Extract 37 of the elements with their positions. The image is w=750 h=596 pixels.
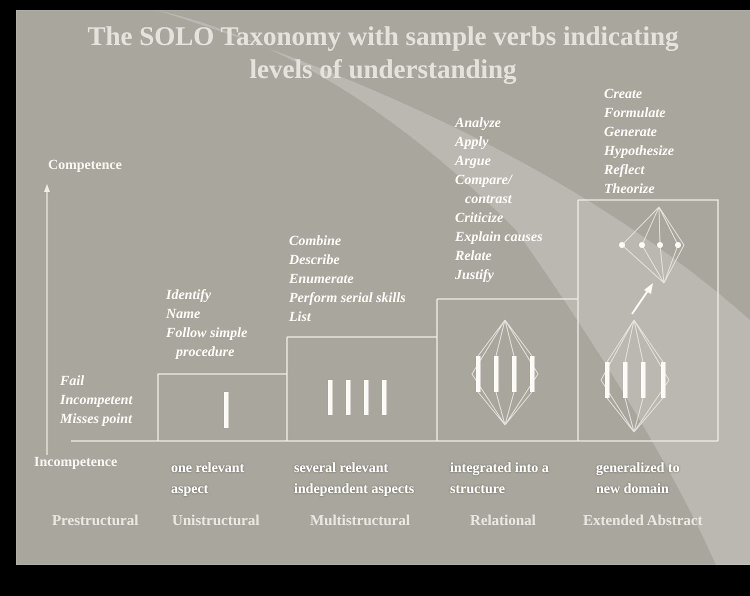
verb-text: Formulate (604, 105, 666, 123)
verb-text: Analyze (455, 115, 501, 133)
axis-label: Competence (48, 158, 122, 174)
verb-text: Identify (166, 287, 212, 305)
verb-text: Theorize (604, 181, 655, 199)
level-name: Multistructural (310, 513, 410, 530)
verb-text: Explain causes (455, 229, 543, 247)
level-name: Unistructural (172, 513, 260, 530)
verb-text: Follow simple procedure (166, 325, 248, 362)
verb-text: Name (166, 306, 200, 324)
level-name: Extended Abstract (583, 513, 703, 530)
title: The SOLO Taxonomy with sample verbs indicating levels of understanding (86, 20, 680, 86)
level-name: Relational (470, 513, 536, 530)
verb-text: Hypothesize (604, 143, 674, 161)
verb-text: Relate (455, 248, 492, 266)
verb-text: Justify (455, 267, 494, 285)
level-description: several relevant independent aspects (294, 460, 416, 499)
verb-text: Criticize (455, 210, 504, 228)
level-name: Prestructural (52, 513, 138, 530)
verb-text: Create (604, 86, 642, 104)
verb-text: Combine (289, 233, 342, 251)
verb-text: Perform serial skills (289, 290, 406, 308)
verb-text: Generate (604, 124, 657, 142)
axis-label: Incompetence (34, 455, 118, 471)
verb-text: Enumerate (289, 271, 354, 289)
verb-text: Apply (455, 134, 488, 152)
level-description: generalized to new domain (596, 460, 681, 499)
verb-text: Reflect (604, 162, 644, 180)
verb-text: Misses point (60, 411, 132, 429)
verb-text: Argue (455, 153, 491, 171)
verb-text: Incompetent (60, 392, 132, 410)
level-description: one relevant aspect (171, 460, 246, 499)
verb-text: Describe (289, 252, 340, 270)
verb-text: Compare/ contrast (455, 172, 514, 209)
verb-text: Fail (60, 373, 84, 391)
level-description: integrated into a structure (450, 460, 550, 499)
verb-text: List (289, 309, 311, 327)
